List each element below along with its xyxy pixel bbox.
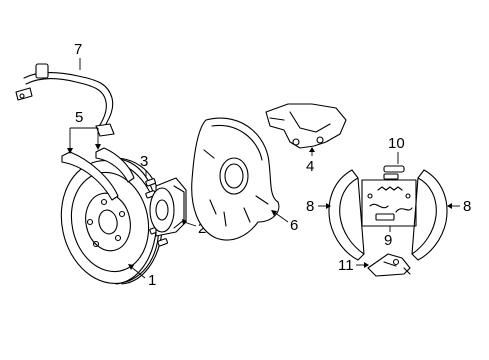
callout-10: 10	[388, 135, 405, 152]
parking-brake-shoe-right	[411, 169, 448, 261]
callout-2: 2	[198, 220, 206, 237]
brake-rotor	[60, 157, 164, 285]
callout-1: 1	[148, 272, 156, 289]
caliper-bracket	[265, 103, 347, 149]
callout-8-right: 8	[463, 198, 471, 215]
adjuster-pin	[383, 165, 405, 180]
callout-5: 5	[75, 109, 83, 126]
callout-11: 11	[338, 257, 354, 274]
abs-sensor-harness	[15, 63, 115, 137]
callout-9: 9	[384, 232, 392, 249]
callout-8-left: 8	[306, 198, 314, 215]
callout-4: 4	[306, 158, 314, 175]
hub-bearing	[149, 177, 187, 237]
callout-6: 6	[290, 217, 298, 234]
parking-brake-actuator	[367, 253, 411, 277]
hardware-kit	[361, 179, 417, 227]
callout-7: 7	[74, 41, 82, 58]
brake-pads	[61, 147, 135, 201]
parking-brake-shoe-left	[328, 169, 365, 261]
wheel-studs	[145, 178, 168, 247]
callout-3: 3	[140, 153, 148, 170]
dust-shield	[191, 117, 280, 241]
